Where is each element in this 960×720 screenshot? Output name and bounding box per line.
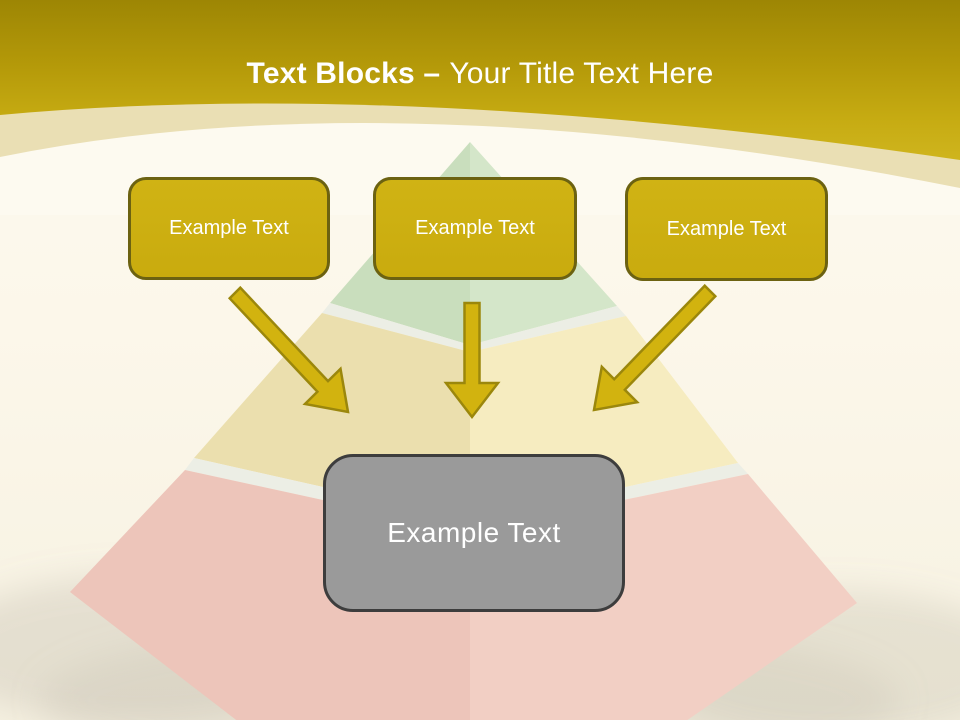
title-bold-part: Text Blocks – <box>246 57 441 90</box>
title-regular-part: Your Title Text Here <box>449 57 714 90</box>
arrow-right <box>592 283 718 412</box>
text-block-1-label: Example Text <box>169 217 289 239</box>
text-block-3-label: Example Text <box>666 217 787 240</box>
arrow-left <box>227 285 350 414</box>
arrow-middle <box>443 301 501 420</box>
text-block-1[interactable]: Example Text <box>128 177 330 280</box>
text-block-3[interactable]: Example Text <box>625 177 828 281</box>
center-text-block-label: Example Text <box>387 517 561 548</box>
text-block-2-label: Example Text <box>415 217 535 239</box>
page-title: Text Blocks –Your Title Text Here <box>0 56 960 92</box>
text-block-2[interactable]: Example Text <box>373 177 577 280</box>
pyramid-gap-strip-2 <box>185 458 748 532</box>
center-text-block[interactable]: Example Text <box>323 454 625 612</box>
pyramid-gap-strip-1 <box>322 303 626 352</box>
